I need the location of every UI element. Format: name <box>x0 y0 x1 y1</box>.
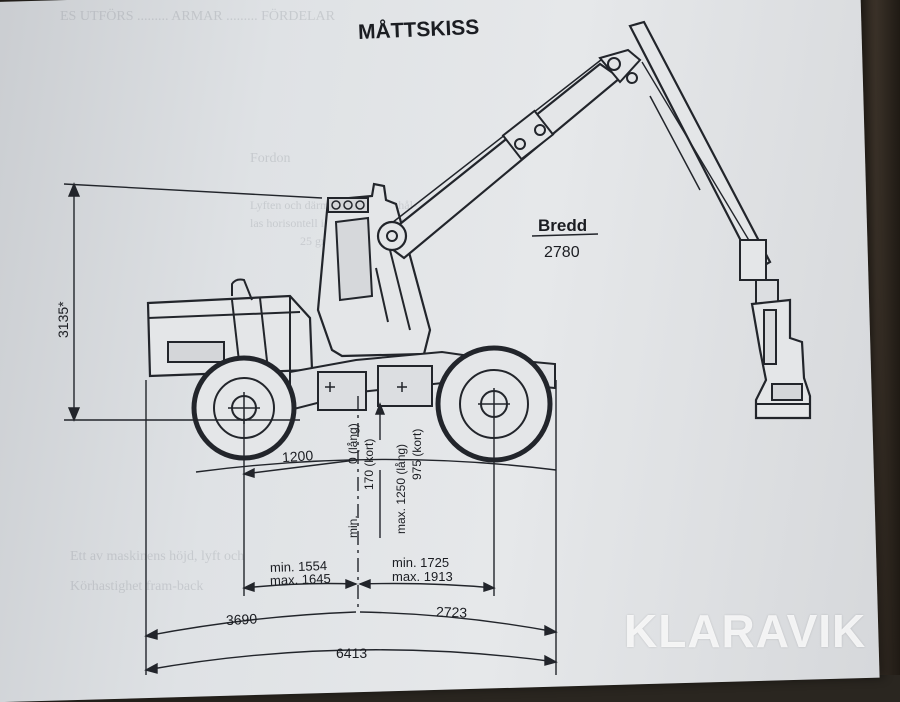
width-value: 2780 <box>544 244 580 261</box>
front-wheelbase-min: min. 1554 <box>270 558 328 575</box>
rear-length-dimension: 2723 <box>436 604 468 621</box>
ground-clearance-long: 0 (lång) <box>346 423 360 464</box>
watermark-logo: KLARAVIK <box>624 605 867 657</box>
width-label: Bredd <box>538 216 587 235</box>
rear-wheelbase-max: max. 1913 <box>392 569 453 584</box>
max-short-dimension: 975 (kort) <box>410 429 424 480</box>
min-label: min. <box>346 515 360 538</box>
max-long-dimension: max. 1250 (lång) <box>394 444 408 534</box>
crane-boom <box>376 20 772 281</box>
bleed-through-text: Fordon <box>250 151 291 166</box>
front-wheelbase-max: max. 1645 <box>270 571 331 588</box>
harvester-head <box>750 279 812 420</box>
bleed-through-text: Körhastighet fram-back <box>70 579 204 594</box>
rear-wheelbase-min: min. 1725 <box>392 555 449 570</box>
cabin <box>316 182 432 358</box>
front-length-dimension: 3690 <box>226 611 258 629</box>
dimension-lines <box>63 182 599 675</box>
total-length-dimension: 6413 <box>336 645 367 661</box>
bleed-through-text: Ett av maskinens höjd, lyft och <box>70 549 245 564</box>
bleed-through-text: ES UTFÖRS ......... ARMAR ......... FÖRD… <box>60 9 335 24</box>
sheet-title: MÅTTSKISS <box>357 15 479 44</box>
ground-clearance-short: 170 (kort) <box>362 439 376 490</box>
engine-hood <box>146 278 314 378</box>
dimension-drawing: MÅTTSKISS Bredd 2780 3135* 1200 0 (lång)… <box>55 15 812 675</box>
front-offset-dimension: 1200 <box>281 447 313 465</box>
height-dimension: 3135* <box>55 301 71 338</box>
